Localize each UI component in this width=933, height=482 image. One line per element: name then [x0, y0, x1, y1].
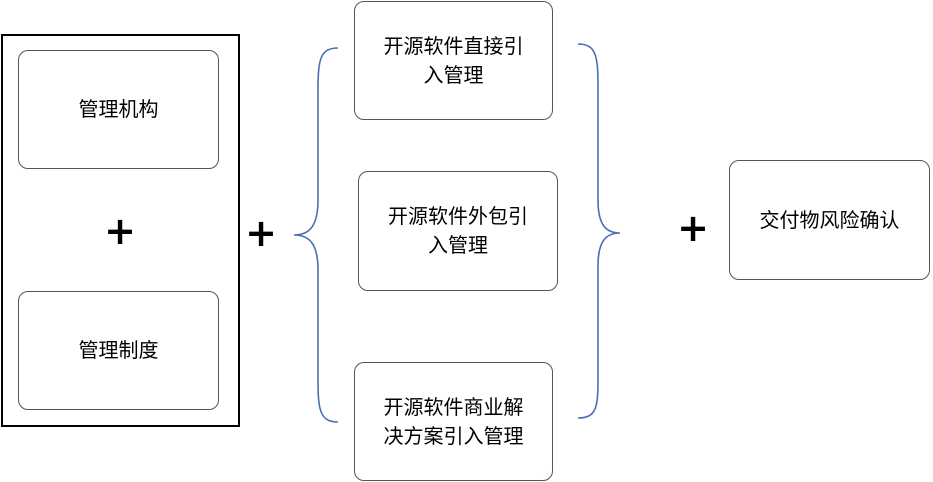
outsourced-import-box: 开源软件外包引 入管理: [358, 171, 558, 291]
plus-sign-1: +: [245, 211, 277, 255]
commercial-solution-line1: 开源软件商业解: [383, 394, 524, 419]
org-system-frame: [1, 34, 240, 427]
direct-import-line2: 入管理: [423, 62, 484, 87]
right-curly-brace: [577, 43, 621, 419]
deliverable-risk-box: 交付物风险确认: [729, 160, 930, 280]
commercial-solution-box: 开源软件商业解 决方案引入管理: [354, 362, 553, 481]
deliverable-risk-label: 交付物风险确认: [759, 207, 900, 232]
management-org-label: 管理机构: [78, 97, 159, 121]
outsourced-import-line1: 开源软件外包引: [388, 204, 528, 228]
management-org-box: 管理机构: [18, 50, 219, 169]
plus-sign-2: +: [677, 206, 709, 250]
direct-import-line1: 开源软件直接引: [383, 33, 524, 58]
management-rules-label: 管理制度: [78, 338, 159, 362]
direct-import-box: 开源软件直接引 入管理: [354, 1, 553, 120]
management-rules-box: 管理制度: [18, 291, 219, 410]
outsourced-import-line2: 入管理: [428, 233, 488, 257]
left-curly-brace: [293, 47, 339, 423]
left-plus-sign: +: [104, 209, 136, 253]
commercial-solution-line2: 决方案引入管理: [383, 423, 524, 448]
